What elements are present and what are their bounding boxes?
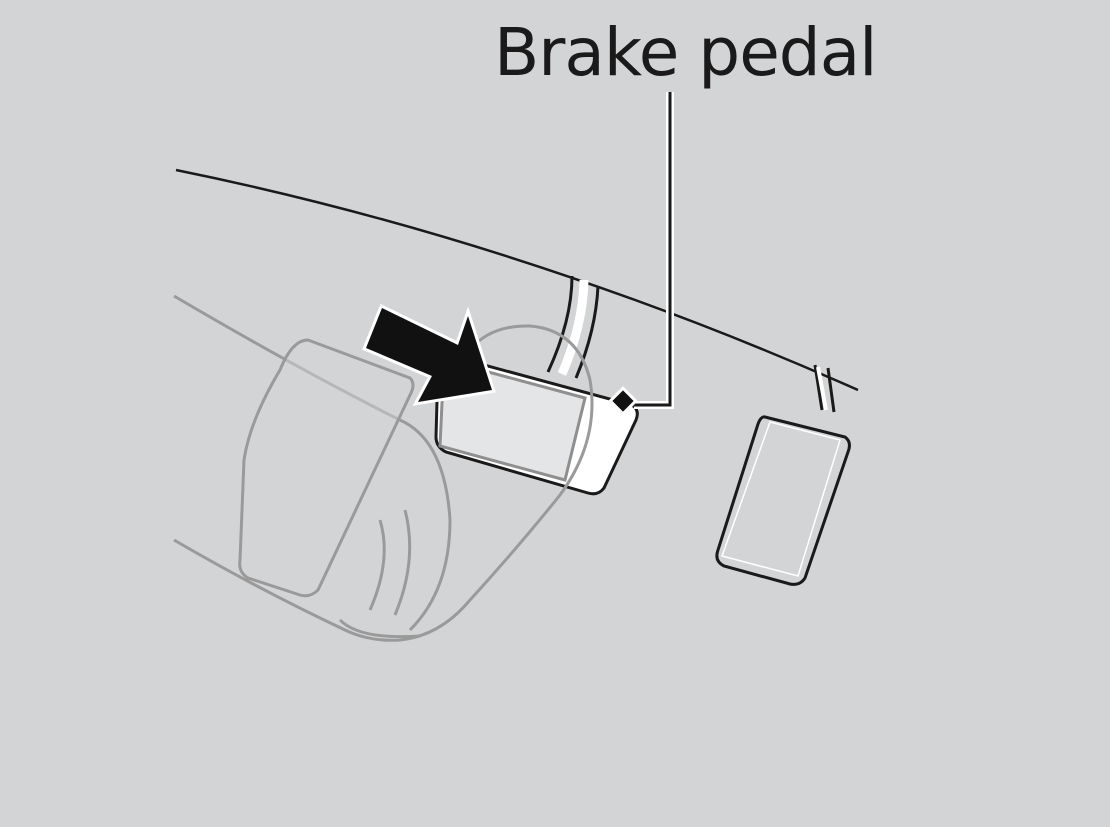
dashboard-edge-line [175,168,859,392]
callout-leader [608,92,674,416]
foot-outline [173,294,594,642]
press-direction-arrow [362,303,496,406]
accelerator-pedal [715,364,851,586]
brake-pedal-label: Brake pedal [494,14,877,91]
